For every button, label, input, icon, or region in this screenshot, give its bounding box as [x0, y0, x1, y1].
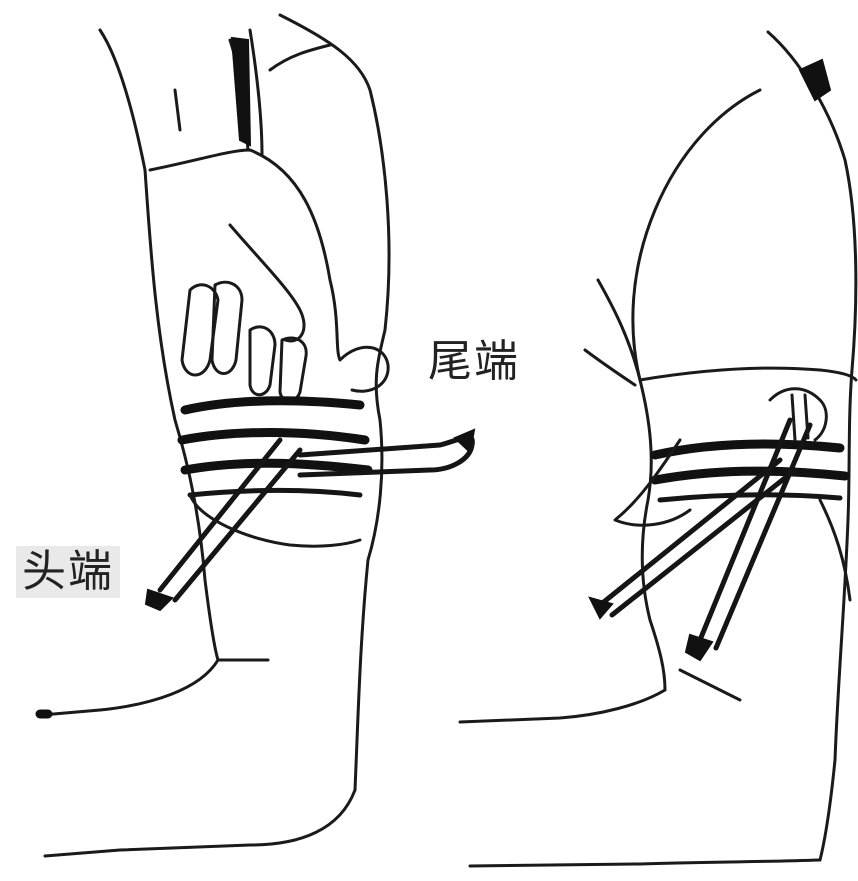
- right-bandage-band-1: [655, 444, 840, 455]
- left-finger-3: [250, 327, 275, 395]
- left-stick-head-tip: [146, 590, 172, 610]
- left-bandage-band-3: [185, 463, 368, 470]
- head-end-label: 头端: [16, 546, 120, 598]
- left-finger-4: [280, 338, 306, 401]
- left-sleeve-dark: [232, 38, 250, 145]
- right-shoulder-dark: [800, 60, 830, 100]
- right-stick-2-tip: [686, 635, 712, 660]
- left-bandage-band-4: [190, 490, 360, 495]
- left-figure: [40, 15, 474, 856]
- left-lower-leg-bottom: [45, 790, 355, 856]
- right-bandage-band-2: [655, 471, 845, 480]
- right-lower-leg: [460, 690, 665, 722]
- right-bandage-band-3: [660, 495, 840, 500]
- left-wrap-bottom: [190, 495, 360, 546]
- right-band-top: [640, 368, 856, 380]
- tail-end-label: 尾端: [428, 340, 520, 384]
- left-lower-leg: [42, 660, 218, 715]
- right-figure: [460, 32, 856, 866]
- right-knee-detail: [680, 670, 740, 700]
- right-thigh-outline-left: [633, 90, 760, 690]
- right-knot: [770, 389, 826, 440]
- left-stick-tail-tip: [455, 430, 474, 452]
- left-bandage-band-2: [182, 433, 365, 441]
- left-bandage-band-1: [185, 401, 360, 410]
- right-lower-leg-bottom: [470, 860, 820, 866]
- right-strap-end-2: [585, 350, 635, 385]
- left-wrist-lines: [175, 30, 330, 155]
